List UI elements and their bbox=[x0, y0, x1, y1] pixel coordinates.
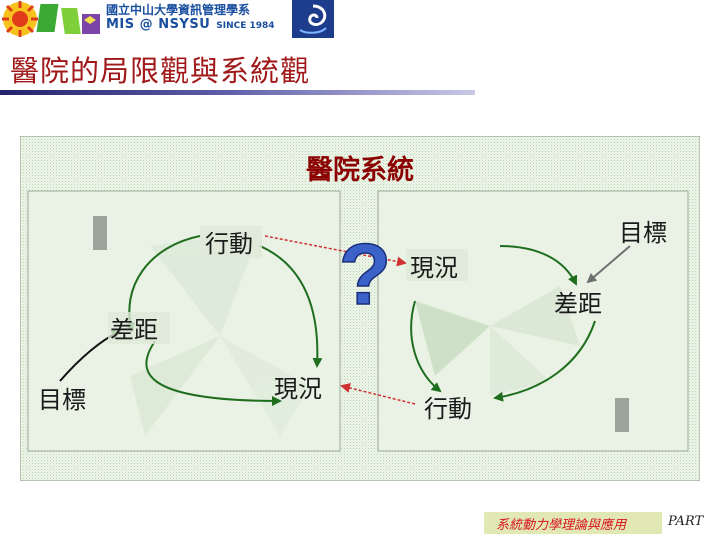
right-loop-shading bbox=[415, 286, 580, 396]
left-goal-label: 目標 bbox=[38, 386, 86, 414]
footer-course-title: 系統動力學理論與應用 bbox=[496, 518, 627, 533]
left-status-label: 現況 bbox=[274, 375, 322, 403]
left-loop-arrow-gap-to-status bbox=[145, 340, 282, 406]
right-loop-arrow-gap-to-action bbox=[410, 300, 442, 393]
right-goal-to-gap-arrow bbox=[586, 245, 631, 284]
right-decor-bar bbox=[615, 398, 629, 432]
logo-department-name: 國立中山大學資訊管理學系 bbox=[106, 3, 251, 17]
right-action-label: 行動 bbox=[424, 395, 472, 423]
logo-mis-label: MIS @ NSYSU bbox=[106, 17, 211, 32]
header-logo-bar: 國立中山大學資訊管理學系 MIS @ NSYSU SINCE 1984 bbox=[0, 0, 335, 38]
footer-highlight bbox=[484, 512, 662, 534]
swirl-logo-icon bbox=[292, 0, 334, 38]
right-loop-arrow-status-to-gap bbox=[499, 245, 578, 286]
logo-since-label: SINCE 1984 bbox=[216, 21, 275, 31]
left-action-label: 行動 bbox=[205, 230, 253, 258]
right-gap-label: 差距 bbox=[554, 290, 602, 318]
footer-part-label: PART bbox=[668, 514, 704, 529]
page-title: 醫院的局限觀與系統觀 bbox=[10, 54, 311, 88]
right-status-label: 現況 bbox=[410, 254, 458, 282]
left-loop-arrow-to-status bbox=[259, 245, 323, 368]
university-logos-icon bbox=[2, 1, 100, 37]
left-action-to-right-status-arrow bbox=[264, 235, 407, 267]
title-underline bbox=[0, 90, 475, 95]
right-loop-arrow-to-action bbox=[493, 320, 596, 402]
diagram-title: 醫院系統 bbox=[306, 154, 414, 186]
logo-mis-text: MIS @ NSYSU SINCE 1984 bbox=[106, 17, 275, 32]
hospital-system-diagram: 醫院系統 行動 差距 目標 現況 目標 現況 差距 行動 ? bbox=[20, 136, 700, 481]
left-gap-label: 差距 bbox=[110, 316, 158, 344]
question-mark-icon: ? bbox=[339, 227, 392, 323]
left-decor-bar bbox=[93, 216, 107, 250]
right-goal-label: 目標 bbox=[619, 219, 667, 247]
right-action-to-left-status-arrow bbox=[340, 383, 416, 405]
